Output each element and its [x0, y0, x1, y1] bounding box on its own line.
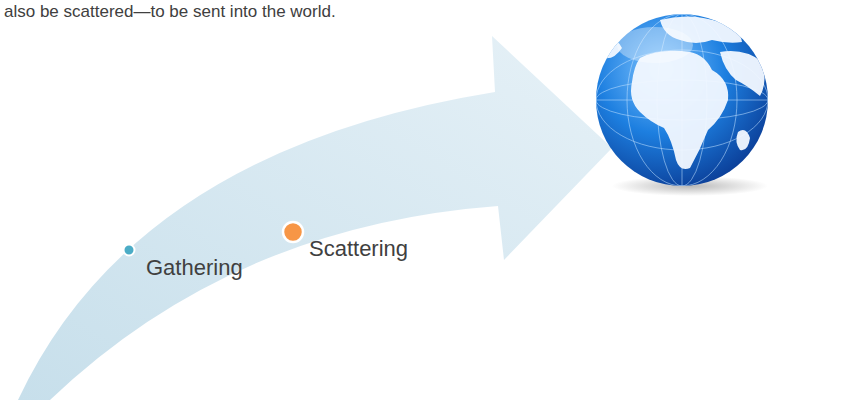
globe-highlight [617, 27, 693, 63]
curved-arrow [18, 36, 612, 400]
stage-label: Gathering [146, 255, 243, 281]
globe [596, 14, 768, 186]
intro-text: also be scattered—to be sent into the wo… [4, 2, 336, 22]
stage-label: Scattering [309, 236, 408, 262]
globe-grid [596, 14, 768, 186]
gathering-dot [124, 245, 135, 256]
scattering-dot [283, 222, 303, 242]
continents [600, 16, 765, 169]
